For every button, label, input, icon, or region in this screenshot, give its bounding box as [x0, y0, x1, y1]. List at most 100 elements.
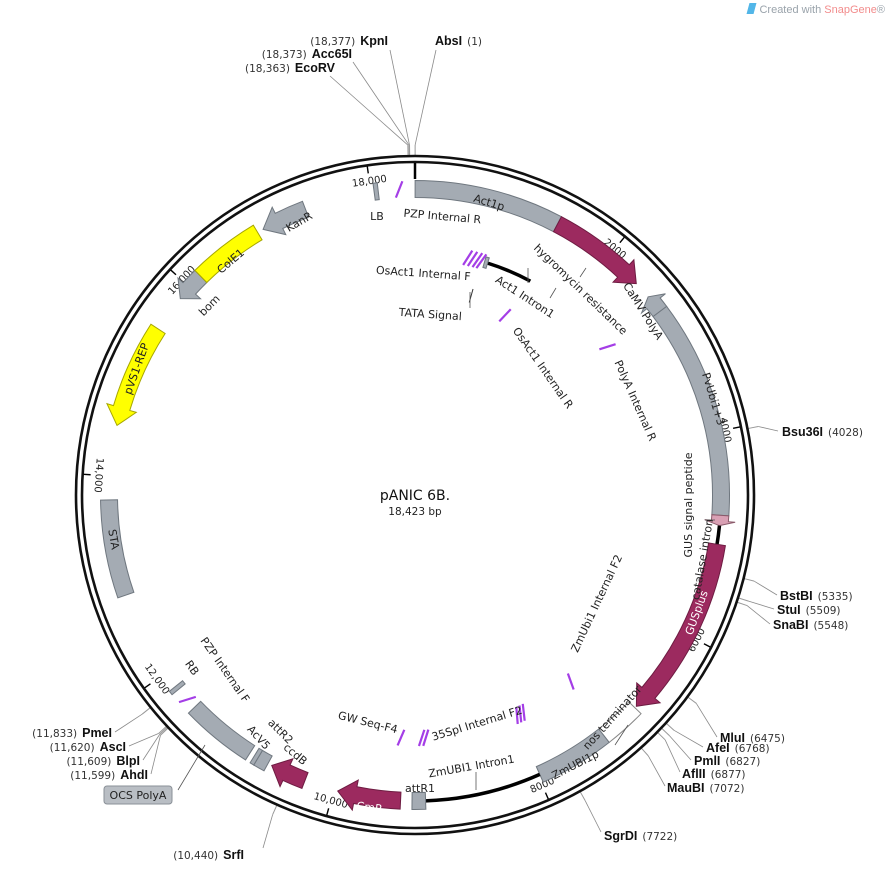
feature-cole1[interactable] — [194, 224, 263, 284]
feature-gus-signal-peptide[interactable] — [704, 514, 736, 527]
feature-attr1[interactable] — [411, 791, 427, 811]
site-label-ecorv[interactable]: (18,363)EcoRV — [245, 61, 336, 75]
site-label-sgrdi[interactable]: SgrDI(7722) — [604, 829, 677, 843]
feature-label-sta[interactable]: STA — [105, 528, 121, 551]
feature-hygromycin-resistance[interactable] — [552, 215, 637, 285]
site-leader-line — [329, 75, 409, 146]
site-leader-line — [754, 580, 778, 596]
site-label-pmei[interactable]: (11,833)PmeI — [32, 726, 112, 740]
site-label-asci[interactable]: (11,620)AscI — [50, 740, 126, 754]
site-label-bstbi[interactable]: BstBI(5335) — [780, 589, 853, 603]
feature-ocs-polya[interactable] — [187, 700, 256, 761]
feature-pvs1-rep[interactable] — [106, 323, 166, 427]
feature-sta[interactable] — [100, 499, 135, 599]
site-stub — [579, 791, 586, 802]
feature-rb[interactable] — [168, 680, 186, 696]
site-label-kpni[interactable]: (18,377)KpnI — [310, 34, 388, 48]
primer-mark[interactable] — [475, 253, 488, 269]
primer-mark[interactable] — [521, 703, 526, 721]
site-stub — [160, 728, 169, 736]
site-label-srfi[interactable]: (10,440)SrfI — [173, 848, 244, 862]
feature-label-tata-signal[interactable]: TATA Signal — [397, 306, 462, 323]
site-stub — [744, 578, 755, 582]
feature-label-bom[interactable]: bom — [196, 292, 222, 318]
primer-mark[interactable] — [498, 308, 512, 323]
feature-label-lb[interactable]: LB — [370, 210, 384, 223]
tick-mark — [544, 792, 549, 800]
tick-label: 14,000 — [92, 457, 105, 493]
feature-lb[interactable] — [372, 182, 380, 201]
features — [100, 179, 736, 812]
site-label-snabi[interactable]: SnaBI(5548) — [773, 618, 848, 632]
site-leader-line — [114, 713, 143, 733]
feature-ccdb[interactable] — [271, 757, 309, 790]
leader-line — [614, 724, 629, 746]
leader-line — [177, 744, 206, 791]
primer-mark[interactable] — [422, 729, 430, 747]
site-label-stui[interactable]: StuI(5509) — [777, 603, 841, 617]
feature-label-attr1[interactable]: attR1 — [405, 782, 435, 795]
feature-cmr[interactable] — [336, 779, 402, 812]
primer-mark[interactable] — [518, 705, 523, 723]
feature-label-ocs-polya[interactable]: OCS PolyA — [110, 789, 167, 802]
primer-label-zmubi1-internal-f2[interactable]: ZmUbi1 Internal F2 — [569, 553, 626, 655]
site-label-absi[interactable]: AbsI(1) — [435, 34, 482, 48]
tick-mark — [170, 269, 177, 276]
primer-mark[interactable] — [396, 729, 406, 746]
site-stub — [687, 696, 697, 704]
site-leader-line — [142, 734, 160, 761]
primer-mark[interactable] — [515, 706, 519, 725]
feature-label-gus-signal[interactable]: GUS signal peptide — [682, 452, 695, 557]
site-leader-lines — [114, 49, 779, 849]
site-stub — [158, 726, 167, 734]
site-label-bsu36i[interactable]: Bsu36I(4028) — [782, 425, 863, 439]
site-label-acc65i[interactable]: (18,373)Acc65I — [262, 47, 352, 61]
primer-label-osact1-internal-f[interactable]: OsAct1 Internal F — [376, 264, 471, 284]
ocs-polya-label-box[interactable]: OCS PolyA — [103, 785, 173, 805]
feature-label-act1-intron1[interactable]: Act1 Intron1 — [493, 273, 557, 321]
site-label-pmli[interactable]: PmlI(6827) — [694, 754, 760, 768]
feature-kanr[interactable] — [262, 200, 310, 236]
site-label-blpi[interactable]: (11,609)BlpI — [66, 754, 140, 768]
primer-mark[interactable] — [471, 252, 484, 268]
watermark-suffix: ® — [876, 4, 885, 16]
feature-zmubi1p[interactable] — [535, 728, 610, 783]
feature-label-cmr[interactable]: CmR — [356, 799, 384, 816]
primer-label-gw-seq-f4[interactable]: GW Seq-F4 — [337, 709, 399, 736]
feature-gusplus[interactable] — [635, 542, 726, 707]
site-leader-line — [128, 733, 159, 747]
primer-mark[interactable] — [566, 673, 575, 690]
site-leader-line — [414, 49, 437, 146]
plasmid-name: pANIC 6B. — [380, 488, 450, 504]
feature-label-zmubi1-intron[interactable]: ZmUBI1 Intron1 — [427, 753, 515, 781]
primer-mark[interactable] — [466, 251, 479, 267]
feature-leader-lines — [177, 267, 715, 791]
site-label-maubi[interactable]: MauBI(7072) — [667, 781, 744, 795]
feature-acv5[interactable] — [249, 747, 264, 766]
feature-zmubi1-intron1 — [425, 772, 541, 803]
primer-mark[interactable] — [599, 343, 616, 351]
primer-label-osact1-internal-r[interactable]: OsAct1 Internal R — [510, 325, 576, 411]
primer-mark[interactable] — [178, 695, 197, 704]
feature-exon[interactable] — [482, 256, 490, 269]
site-label-afei[interactable]: AfeI(6768) — [706, 741, 770, 755]
primer-mark[interactable] — [394, 180, 404, 199]
site-label-mlui[interactable]: MluI(6475) — [720, 731, 785, 745]
primer-label-polya-internal-r[interactable]: PolyA Internal R — [612, 358, 659, 443]
primer-mark[interactable] — [417, 729, 426, 747]
watermark-brand: SnapGene — [824, 4, 877, 16]
site-leader-line — [647, 755, 666, 787]
primer-label-35spi-internal-f2[interactable]: 35SpI Internal F2 — [430, 704, 524, 744]
site-stub — [748, 425, 759, 429]
site-stub — [141, 707, 151, 715]
feature-label-rb[interactable]: RB — [182, 658, 201, 678]
snapgene-watermark: Created with SnapGene® — [746, 3, 885, 16]
tick-mark — [326, 808, 330, 816]
primer-mark[interactable] — [462, 250, 474, 266]
site-label-aflii[interactable]: AflII(6877) — [682, 767, 746, 781]
primer-label-pzp-internal-f[interactable]: PZP Internal F — [198, 635, 253, 705]
site-label-ahdi[interactable]: (11,599)AhdI — [70, 768, 148, 782]
primer-label-pzp-internal-r[interactable]: PZP Internal R — [403, 207, 482, 227]
tick-mark — [144, 683, 151, 689]
